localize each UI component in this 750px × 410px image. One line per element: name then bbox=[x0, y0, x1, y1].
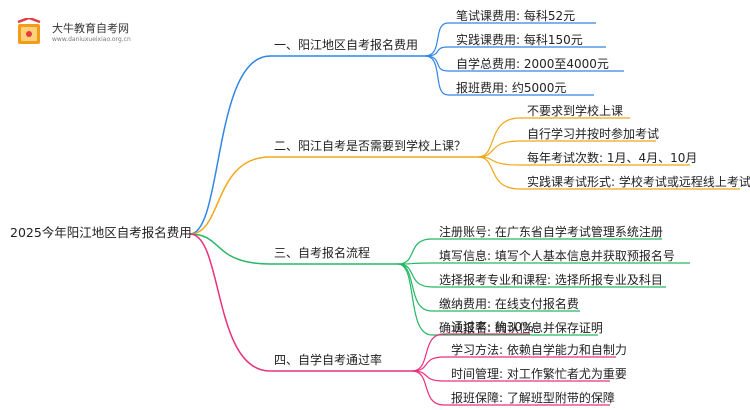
branch-2-child-3-connector bbox=[477, 156, 690, 166]
branch-1-child-1-connector bbox=[424, 22, 596, 57]
branch-2-child-4: 实践课考试形式: 学校考试或远程线上考试 bbox=[527, 175, 750, 189]
root-topic: 2025今年阳江地区自考报名费用 bbox=[10, 225, 192, 240]
branch-3-label: 三、自考报名流程 bbox=[274, 246, 371, 260]
branch-1-child-4: 报班费用: 约5000元 bbox=[456, 81, 567, 95]
branch-2-child-1-connector bbox=[477, 117, 630, 158]
branch-2-child-2: 自行学习并按时参加考试 bbox=[527, 127, 660, 141]
logo-title: 大牛教育自考网 bbox=[52, 22, 129, 35]
branch-2-child-1: 不要求到学校上课 bbox=[527, 104, 624, 118]
branch-1-child-2: 实践课费用: 每科150元 bbox=[456, 33, 583, 47]
branch-2-label: 二、阳江自考是否需要到学校上课？ bbox=[274, 139, 467, 153]
branch-3-child-1-connector bbox=[397, 238, 662, 265]
branch-4-connector bbox=[189, 233, 412, 372]
site-logo: 大牛教育自考网 www.daniuxueixiao.org.cn bbox=[12, 16, 132, 50]
branch-4-child-4: 报班保障: 了解班型附带的保障 bbox=[451, 391, 615, 405]
branch-4-child-4-connector bbox=[411, 370, 610, 406]
branch-1-label: 一、阳江地区自考报名费用 bbox=[274, 38, 419, 52]
branch-4-child-1-connector bbox=[411, 333, 530, 372]
branch-1-child-1: 笔试课费用: 每科52元 bbox=[456, 9, 576, 23]
branch-2-child-4-connector bbox=[477, 156, 740, 190]
logo-url: www.daniuxueixiao.org.cn bbox=[52, 36, 131, 43]
branch-4-child-1: 通过率: 约30% bbox=[451, 320, 534, 334]
branch-1-connector bbox=[189, 55, 425, 235]
branch-4-child-2: 学习方法: 依赖自学能力和自制力 bbox=[451, 343, 627, 357]
branch-4-child-2-connector bbox=[411, 356, 616, 372]
branch-3-child-4: 缴纳费用: 在线支付报名费 bbox=[439, 297, 579, 311]
branch-3-child-1: 注册账号: 在广东省自学考试管理系统注册 bbox=[439, 225, 663, 239]
branch-1-child-4-connector bbox=[424, 55, 594, 96]
branch-2-child-2-connector bbox=[477, 140, 656, 158]
branch-3-connector bbox=[189, 233, 398, 265]
branch-2-connector bbox=[189, 156, 478, 235]
branch-3-child-3-connector bbox=[397, 263, 666, 288]
branch-2-child-3: 每年考试次数: 1月、4月、10月 bbox=[527, 151, 698, 165]
branch-3-child-2: 填写信息: 填写个人基本信息并获取预报名号 bbox=[439, 249, 675, 263]
branch-1-child-3: 自学总费用: 2000至4000元 bbox=[456, 57, 609, 71]
branch-3-child-5: 确认报名: 确认信息并保存证明 bbox=[439, 321, 603, 335]
branch-1-child-2-connector bbox=[424, 46, 606, 57]
branch-3-child-2-connector bbox=[397, 262, 690, 265]
branch-4-child-3: 时间管理: 对工作繁忙者尤为重要 bbox=[451, 367, 627, 381]
branch-3-child-5-connector bbox=[397, 263, 598, 336]
branch-4-label: 四、自学自考通过率 bbox=[274, 353, 383, 367]
branch-3-child-3: 选择报考专业和课程: 选择所报专业及科目 bbox=[439, 273, 663, 287]
book-icon bbox=[17, 18, 41, 44]
